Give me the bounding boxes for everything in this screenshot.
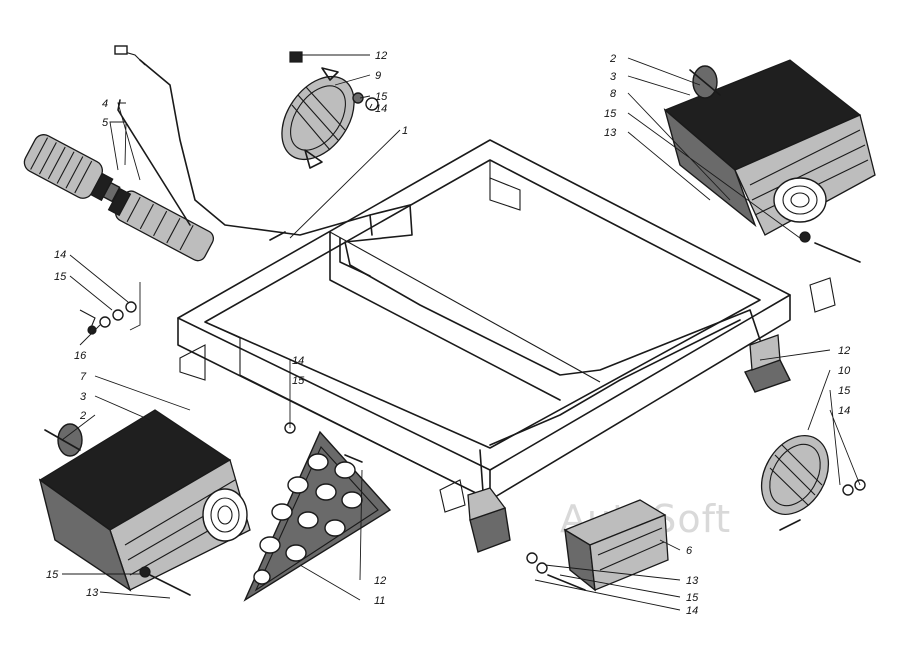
rear-combination-lamp-right	[663, 59, 876, 263]
callout-5: 5	[102, 117, 109, 129]
callout-13: 13	[604, 127, 617, 139]
callout-6: 6	[686, 545, 693, 557]
round-lamp-10	[760, 435, 866, 531]
callout-15: 15	[46, 569, 59, 581]
round-marker-lamp-9	[281, 51, 379, 169]
callout-14: 14	[292, 355, 304, 367]
callout-15: 15	[292, 375, 305, 387]
callout-14: 14	[54, 249, 66, 261]
callout-15: 15	[604, 108, 617, 120]
callout-2: 2	[79, 410, 86, 422]
chassis-frame	[177, 139, 836, 513]
callout-labels: 4 5 12 9 15 14 1 2 3 8 15 13 14 15 16 7 …	[46, 50, 851, 617]
callout-2: 2	[609, 53, 616, 65]
callout-15: 15	[375, 91, 388, 103]
callout-12: 12	[374, 575, 386, 587]
callout-3: 3	[80, 391, 87, 403]
leader-lines	[61, 54, 861, 611]
plug-connector-group	[23, 99, 215, 262]
callout-15: 15	[686, 592, 699, 604]
callout-15: 15	[54, 271, 67, 283]
callout-14: 14	[686, 605, 698, 617]
connector-blocks	[467, 334, 791, 553]
wiring-harness	[114, 45, 761, 521]
callout-3: 3	[610, 71, 617, 83]
callout-13: 13	[86, 587, 99, 599]
callout-15: 15	[838, 385, 851, 397]
callout-12: 12	[838, 345, 850, 357]
fastener-group-left	[79, 301, 137, 335]
callout-1: 1	[402, 125, 408, 137]
callout-9: 9	[375, 70, 381, 82]
callout-7: 7	[80, 371, 87, 383]
callout-14: 14	[375, 103, 387, 115]
triangle-reflector-11	[243, 422, 392, 602]
callout-10: 10	[838, 365, 851, 377]
callout-14: 14	[838, 405, 850, 417]
callout-13: 13	[686, 575, 699, 587]
side-lamp-6	[526, 499, 669, 592]
callout-8: 8	[610, 88, 617, 100]
callout-11: 11	[374, 595, 385, 607]
rear-combination-lamp-left	[38, 409, 251, 596]
callout-12: 12	[375, 50, 387, 62]
callout-16: 16	[74, 350, 87, 362]
callout-4: 4	[102, 98, 108, 110]
